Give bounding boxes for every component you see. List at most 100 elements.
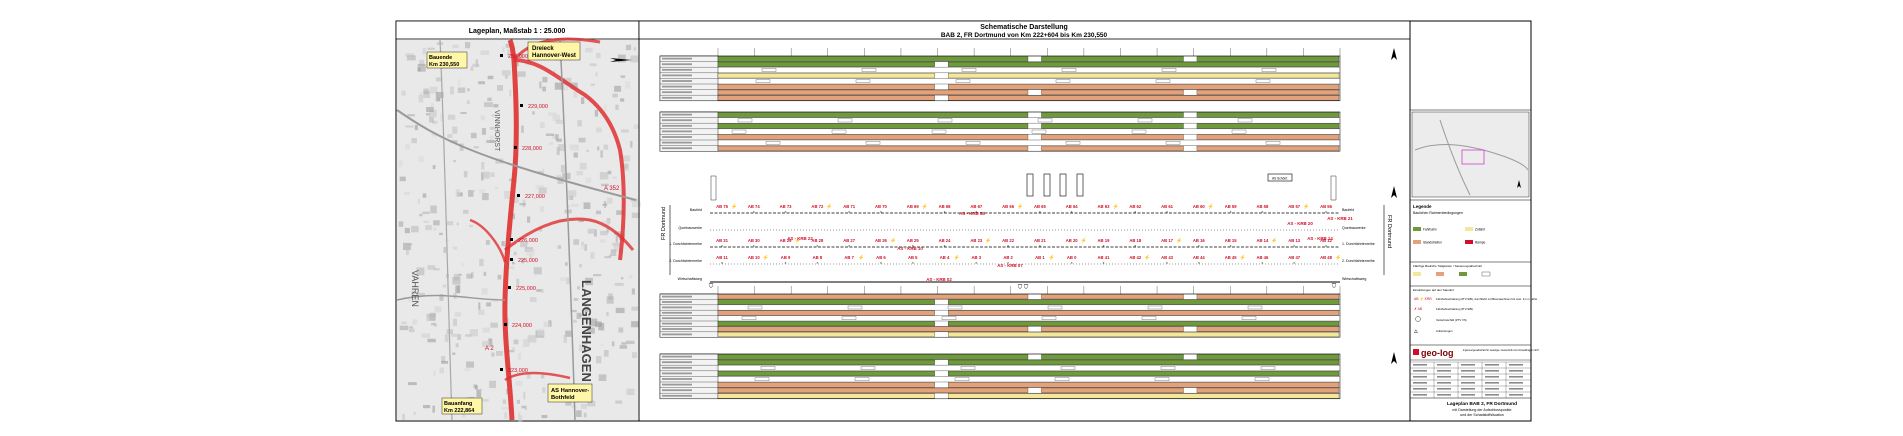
sampling-point-label: AB 29 bbox=[780, 238, 793, 243]
map-block bbox=[615, 307, 625, 314]
map-block bbox=[419, 59, 425, 66]
map-block bbox=[411, 138, 417, 144]
cross-icon: × bbox=[975, 210, 977, 214]
drill-icon: ⚡ bbox=[795, 237, 801, 244]
drill-icon: ⚡ bbox=[890, 237, 896, 244]
table-row-label bbox=[662, 366, 692, 369]
tb-text-stub bbox=[1485, 394, 1499, 396]
sampling-point-label: AB 45 bbox=[1225, 255, 1238, 260]
map-block bbox=[453, 273, 460, 281]
table-cell bbox=[855, 79, 871, 83]
map-block bbox=[630, 141, 633, 148]
tb-text-stub bbox=[1509, 376, 1523, 378]
table-row-label bbox=[662, 136, 692, 138]
map-block bbox=[458, 273, 462, 276]
cross-icon: × bbox=[1166, 261, 1168, 265]
map-block bbox=[585, 177, 592, 184]
map-block bbox=[579, 162, 587, 170]
sampling-point-label: AB 71 bbox=[843, 204, 856, 209]
map-block bbox=[602, 203, 607, 206]
table-row-label bbox=[662, 383, 692, 386]
map-block bbox=[583, 412, 587, 418]
table-cell bbox=[947, 305, 963, 310]
map-block bbox=[560, 277, 567, 282]
map-block bbox=[619, 345, 627, 349]
table-cell bbox=[741, 316, 757, 320]
map-block bbox=[476, 389, 482, 398]
map-block bbox=[422, 211, 430, 214]
table-row-label bbox=[662, 96, 692, 99]
row-label-right-durchfahrt-1: 1. Durchfahrtenreihe bbox=[1342, 242, 1375, 246]
km-marker bbox=[500, 368, 503, 371]
map-block bbox=[429, 116, 434, 123]
table-row-label bbox=[662, 355, 692, 358]
tb-text-stub bbox=[1413, 370, 1427, 372]
tb-text-stub bbox=[1437, 376, 1451, 378]
map-block bbox=[595, 210, 601, 215]
map-block bbox=[496, 85, 503, 91]
label-dreieck-1: Dreieck bbox=[532, 46, 554, 52]
km-marker bbox=[514, 146, 517, 149]
drill-icon: ⚡ bbox=[858, 254, 864, 261]
map-block bbox=[579, 314, 584, 317]
map-block bbox=[473, 146, 479, 149]
map-block bbox=[513, 251, 517, 256]
map-block bbox=[513, 213, 515, 220]
map-block bbox=[527, 335, 537, 343]
table-row-label bbox=[662, 91, 692, 94]
table-cell bbox=[1237, 118, 1253, 123]
cross-icon: × bbox=[1261, 261, 1263, 265]
cross-icon: × bbox=[1007, 261, 1009, 265]
tb-text-stub bbox=[1437, 394, 1451, 396]
map-block bbox=[604, 256, 611, 259]
map-block bbox=[466, 100, 470, 105]
traffic-sign-icon bbox=[1415, 316, 1421, 322]
map-block bbox=[595, 72, 598, 77]
map-block bbox=[601, 183, 609, 187]
sampling-point-label: AB 61 bbox=[1161, 204, 1174, 209]
table-bar bbox=[717, 61, 935, 67]
drill-icon: ⚡ bbox=[1049, 254, 1055, 261]
map-block bbox=[496, 351, 503, 356]
drill-icon: ⚡ bbox=[1081, 237, 1087, 244]
map-block bbox=[568, 190, 577, 197]
sampling-point-label: AB 42 bbox=[1129, 255, 1142, 260]
legend-section-3: Einwirkungen auf den Standort bbox=[1413, 288, 1454, 292]
tb-text-stub bbox=[1485, 388, 1499, 390]
table-cell bbox=[1254, 377, 1270, 381]
map-block bbox=[487, 97, 492, 102]
map-block bbox=[625, 44, 631, 51]
map-block bbox=[526, 373, 531, 379]
sampling-point-label: AB 60 bbox=[1193, 204, 1206, 209]
map-block bbox=[456, 222, 459, 226]
drill-icon: ⚡ bbox=[1017, 203, 1023, 210]
map-block bbox=[423, 91, 431, 98]
map-block bbox=[439, 294, 444, 301]
table-cell bbox=[1260, 366, 1276, 370]
map-block bbox=[587, 228, 594, 234]
map-block bbox=[573, 298, 579, 301]
sampling-point-label: AB 66 bbox=[1002, 204, 1015, 209]
map-block bbox=[573, 319, 577, 323]
table-bar bbox=[717, 123, 1029, 129]
cross-icon: × bbox=[848, 244, 850, 248]
sampling-point-label: AB 58 bbox=[1256, 204, 1269, 209]
sampling-point-label: AB 74 bbox=[748, 204, 761, 209]
map-block bbox=[399, 176, 406, 182]
table-row-label bbox=[662, 295, 692, 298]
table-row-label bbox=[662, 389, 692, 392]
drill-icon: ⚡ bbox=[1144, 254, 1150, 261]
table-bar bbox=[717, 359, 935, 365]
map-block bbox=[493, 104, 499, 108]
map-block bbox=[581, 244, 586, 250]
map-block bbox=[532, 111, 535, 115]
map-block bbox=[590, 252, 595, 259]
sampling-point-label: AB 46 bbox=[1256, 255, 1269, 260]
sampling-points: AB 75⚡AB 74×AB 73×AB 72⚡AB 71×AB 70×AB 6… bbox=[709, 203, 1354, 291]
sampling-point-label: AB 63 bbox=[1098, 204, 1111, 209]
sampling-point-label: AB 3 bbox=[972, 255, 982, 260]
map-block bbox=[554, 82, 564, 90]
map-block bbox=[631, 306, 639, 311]
map-block bbox=[579, 263, 582, 268]
sampling-point-label: AB 19 bbox=[1098, 238, 1111, 243]
